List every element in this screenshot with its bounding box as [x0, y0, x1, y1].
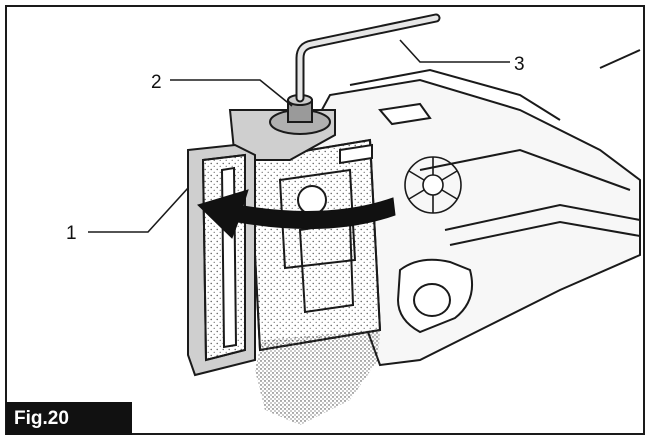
figure-caption: Fig.20 [6, 402, 132, 435]
sawdust [255, 330, 380, 425]
callout-3-label: 3 [514, 54, 525, 75]
callout-2-label: 2 [151, 72, 162, 93]
lock-switch [396, 258, 474, 334]
tool-body [298, 49, 641, 367]
rotation-arrow-icon [197, 189, 396, 239]
bolt [269, 94, 331, 135]
figure-frame [5, 5, 645, 435]
vent-grille [404, 156, 462, 214]
callout-1-label: 1 [66, 223, 77, 244]
leader-lines [88, 39, 510, 233]
clamp-housing [248, 138, 382, 352]
hex-wrench-icon [295, 13, 441, 103]
